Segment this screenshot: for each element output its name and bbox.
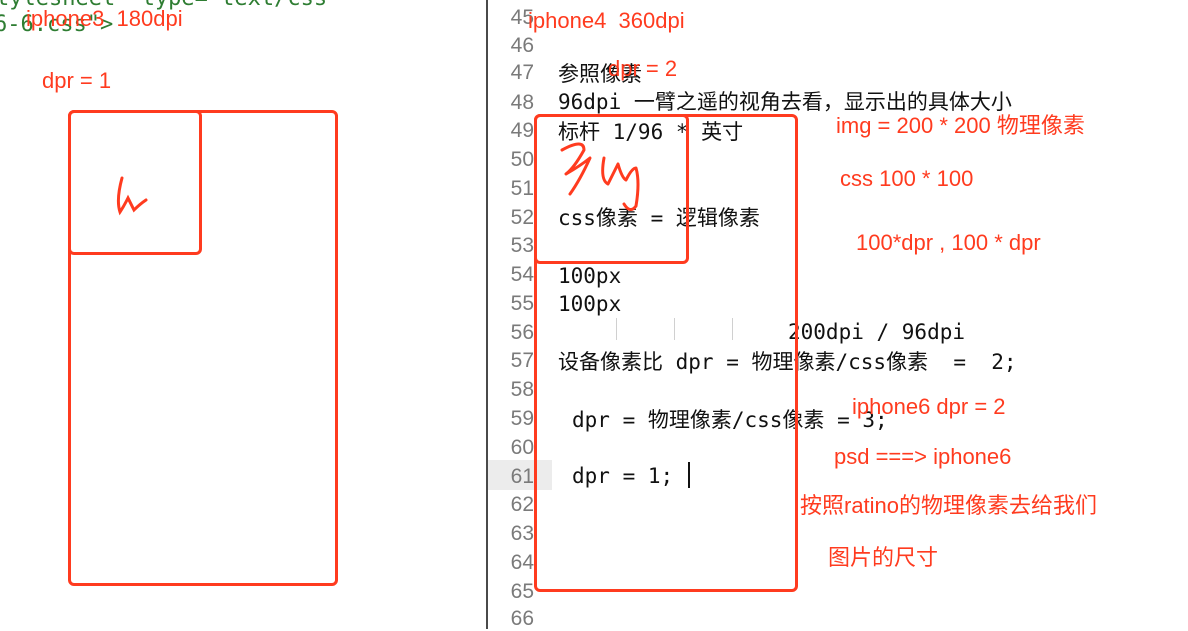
- handwriting-scribble-icon: [116, 176, 148, 216]
- code-line-47: 参照像素: [558, 62, 642, 86]
- handwriting-img-icon: [560, 142, 640, 211]
- indent-guide: [674, 318, 675, 340]
- code-line-56: 200dpi / 96dpi: [788, 320, 966, 344]
- screen-outline: [68, 110, 338, 586]
- line-number: 45: [510, 6, 534, 29]
- indent-guide: [616, 318, 617, 340]
- line-number: 57: [510, 349, 534, 372]
- annotation-dpr-multiply: 100*dpr , 100 * dpr: [856, 230, 1041, 255]
- line-number: 51: [510, 177, 534, 200]
- line-number: 47: [510, 61, 534, 84]
- line-number: 62: [510, 493, 534, 516]
- annotation-dpr2: dpr = 2: [608, 56, 678, 81]
- line-number: 61: [510, 465, 534, 488]
- code-line-54: 100px: [558, 264, 622, 288]
- line-number: 63: [510, 522, 534, 545]
- text-cursor: [688, 462, 690, 488]
- annotation-dpr1: dpr = 1: [42, 68, 112, 93]
- indent-guide: [732, 318, 733, 340]
- line-number: 64: [510, 551, 534, 574]
- line-number: 49: [510, 119, 534, 142]
- image-outline: [68, 110, 202, 255]
- line-number: 52: [510, 206, 534, 229]
- line-number: 65: [510, 580, 534, 603]
- line-number: 58: [510, 378, 534, 401]
- left-pane: tylesheet" type="text/css 6-6.css"> ipho…: [0, 0, 486, 629]
- code-line-61[interactable]: dpr = 1;: [572, 464, 674, 488]
- line-number: 46: [510, 34, 534, 57]
- annotation-psd: psd ===> iphone6: [834, 444, 1012, 469]
- image-outline-right: [534, 114, 689, 264]
- code-fragment-second: 6-6.css">: [0, 12, 114, 37]
- line-number: 48: [510, 91, 534, 114]
- annotation-ratino: 按照ratino的物理像素去给我们: [800, 493, 1098, 518]
- code-line-48: 96dpi 一臂之遥的视角去看，显示出的具体大小: [558, 90, 1012, 114]
- annotation-img-size: img = 200 * 200 物理像素: [836, 113, 1085, 138]
- annotation-css-size: css 100 * 100: [840, 166, 974, 191]
- line-number: 59: [510, 407, 534, 430]
- line-number: 55: [510, 292, 534, 315]
- annotation-image-size: 图片的尺寸: [828, 545, 939, 570]
- line-number: 60: [510, 436, 534, 459]
- line-number: 56: [510, 321, 534, 344]
- line-number: 50: [510, 148, 534, 171]
- code-line-52: css像素 = 逻辑像素: [558, 206, 760, 230]
- current-line-highlight: [488, 460, 552, 490]
- code-line-49: 标杆 1/96 * 英寸: [558, 120, 744, 144]
- code-fragment-top: tylesheet" type="text/css: [0, 0, 327, 11]
- pane-divider: [486, 0, 488, 629]
- annotation-iphone3: iphone3 180dpi: [26, 6, 183, 31]
- line-number: 66: [510, 607, 534, 630]
- code-line-57: 设备像素比 dpr = 物理像素/css像素 = 2;: [558, 350, 1017, 374]
- line-number: 53: [510, 234, 534, 257]
- annotation-iphone6: iphone6 dpr = 2: [852, 394, 1006, 419]
- annotation-iphone4: iphone4 360dpi: [528, 8, 685, 33]
- code-line-55: 100px: [558, 292, 622, 316]
- line-number: 54: [510, 263, 534, 286]
